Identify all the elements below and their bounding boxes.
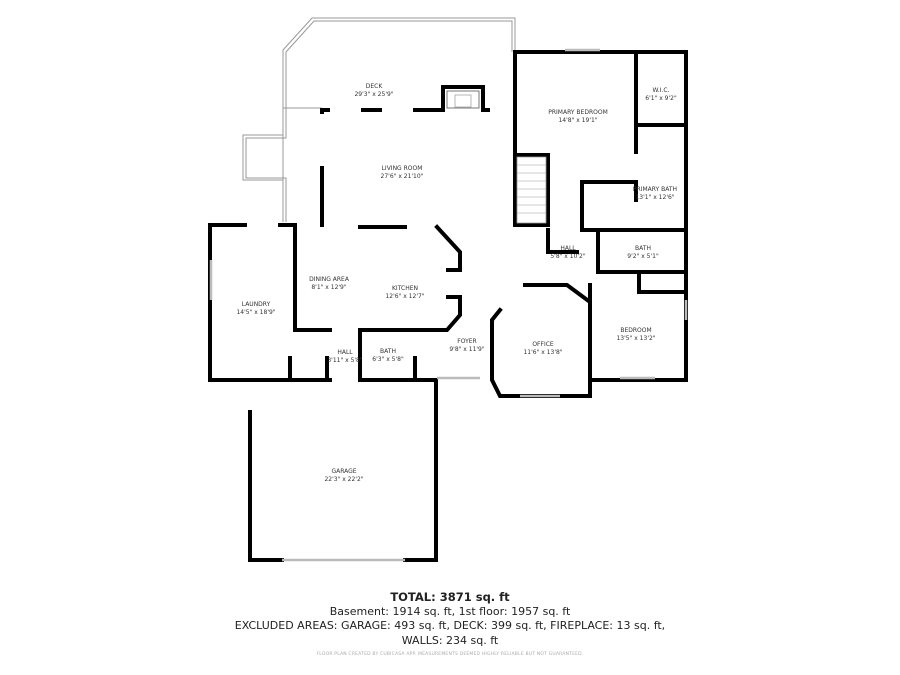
svg-text:6'1" x 9'2": 6'1" x 9'2"	[645, 95, 677, 102]
room-bedroom: BEDROOM 13'5" x 13'2"	[616, 327, 655, 342]
svg-text:12'6" x 12'7": 12'6" x 12'7"	[385, 293, 424, 300]
svg-text:PRIMARY BATH: PRIMARY BATH	[633, 186, 677, 193]
svg-text:OFFICE: OFFICE	[532, 341, 554, 348]
svg-text:FOYER: FOYER	[457, 338, 476, 345]
room-dining-area: DINING AREA 8'1" x 12'9"	[309, 276, 350, 291]
room-bath-upper: BATH 9'2" x 5'1"	[627, 245, 659, 260]
svg-text:29'3" x 25'9": 29'3" x 25'9"	[354, 91, 393, 98]
svg-text:8'1" x 12'9": 8'1" x 12'9"	[311, 284, 347, 291]
svg-text:DINING AREA: DINING AREA	[309, 276, 350, 283]
room-kitchen: KITCHEN 12'6" x 12'7"	[385, 285, 424, 300]
area-summary: TOTAL: 3871 sq. ft Basement: 1914 sq. ft…	[0, 590, 900, 648]
room-garage: GARAGE 22'3" x 22'2"	[324, 468, 363, 483]
total-area: TOTAL: 3871 sq. ft	[390, 590, 510, 604]
svg-text:14'8" x 19'1": 14'8" x 19'1"	[558, 117, 597, 124]
svg-text:13'5" x 13'2": 13'5" x 13'2"	[616, 335, 655, 342]
room-living-room: LIVING ROOM 27'6" x 21'10"	[381, 165, 424, 180]
walls	[208, 50, 688, 562]
room-deck: DECK 29'3" x 25'9"	[354, 83, 393, 98]
room-office: OFFICE 11'6" x 13'8"	[523, 341, 562, 356]
svg-text:KITCHEN: KITCHEN	[392, 285, 418, 292]
floor-areas: Basement: 1914 sq. ft, 1st floor: 1957 s…	[329, 604, 571, 618]
fireplace	[446, 90, 480, 109]
svg-text:14'5" x 18'9": 14'5" x 18'9"	[236, 309, 275, 316]
svg-text:13'1" x 12'6": 13'1" x 12'6"	[635, 194, 674, 201]
svg-text:LAUNDRY: LAUNDRY	[242, 301, 271, 308]
room-laundry: LAUNDRY 14'5" x 18'9"	[236, 301, 275, 316]
room-primary-bath: PRIMARY BATH 13'1" x 12'6"	[633, 186, 677, 201]
svg-text:BEDROOM: BEDROOM	[620, 327, 651, 334]
svg-text:3'11" x 5'8": 3'11" x 5'8"	[327, 357, 363, 364]
svg-text:11'6" x 13'8": 11'6" x 13'8"	[523, 349, 562, 356]
svg-text:27'6" x 21'10": 27'6" x 21'10"	[381, 173, 424, 180]
svg-text:W.I.C.: W.I.C.	[653, 87, 670, 94]
svg-text:DECK: DECK	[366, 83, 384, 90]
room-wic: W.I.C. 6'1" x 9'2"	[645, 87, 677, 102]
stairs	[516, 156, 547, 224]
svg-text:BATH: BATH	[380, 348, 396, 355]
svg-text:22'3" x 22'2": 22'3" x 22'2"	[324, 476, 363, 483]
svg-text:9'2" x 5'1": 9'2" x 5'1"	[627, 253, 659, 260]
svg-text:6'3" x 5'8": 6'3" x 5'8"	[372, 356, 404, 363]
svg-text:9'8" x 11'9": 9'8" x 11'9"	[449, 346, 485, 353]
deck-outline	[242, 17, 516, 222]
disclaimer: FLOOR PLAN CREATED BY CUBICASA APP. MEAS…	[316, 652, 584, 657]
svg-text:LIVING ROOM: LIVING ROOM	[382, 165, 423, 172]
room-bath-lower: BATH 6'3" x 5'8"	[372, 348, 404, 363]
walls-area: WALLS: 234 sq. ft	[401, 633, 499, 647]
room-primary-bedroom: PRIMARY BEDROOM 14'8" x 19'1"	[548, 109, 608, 124]
room-hall-upper: HALL 5'8" x 10'2"	[550, 245, 586, 260]
svg-text:5'8" x 10'2": 5'8" x 10'2"	[550, 253, 586, 260]
svg-text:HALL: HALL	[560, 245, 576, 252]
svg-text:HALL: HALL	[337, 349, 353, 356]
excluded-areas: EXCLUDED AREAS: GARAGE: 493 sq. ft, DECK…	[234, 619, 666, 632]
room-foyer: FOYER 9'8" x 11'9"	[449, 338, 485, 353]
svg-text:PRIMARY BEDROOM: PRIMARY BEDROOM	[548, 109, 608, 116]
svg-text:GARAGE: GARAGE	[331, 468, 356, 475]
svg-text:BATH: BATH	[635, 245, 651, 252]
windows	[209, 48, 688, 562]
room-hall-lower: HALL 3'11" x 5'8"	[327, 349, 363, 364]
